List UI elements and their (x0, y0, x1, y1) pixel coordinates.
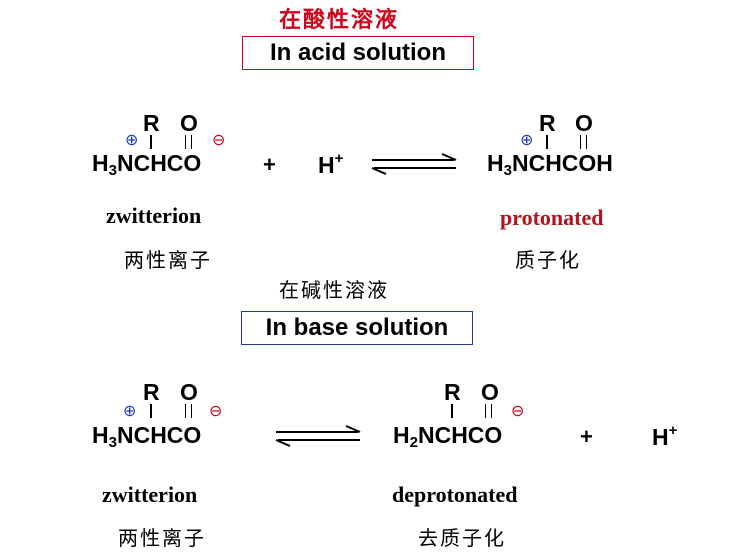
acid-reactant-negative-charge-icon: ⊖ (212, 132, 226, 149)
acid-product-r-group: R (539, 110, 556, 136)
acid-reactant-single-bond (150, 135, 152, 149)
acid-equilibrium-arrows-icon (371, 153, 457, 175)
base-product-name-cn: 去质子化 (418, 526, 506, 550)
acid-product-double-bond (580, 135, 587, 149)
acid-reactant-double-bond (185, 135, 192, 149)
acid-product-formula: H3NCHCOH (487, 150, 613, 179)
acid-plus-sign: + (263, 152, 276, 177)
base-product-r-group: R (444, 379, 461, 405)
acid-chinese-title: 在酸性溶液 (279, 7, 400, 33)
acid-reactant-r-group: R (143, 110, 160, 136)
base-reactant-name: zwitterion (102, 482, 198, 507)
base-reactant-positive-charge-icon: ⊕ (123, 403, 137, 420)
acid-reactant-positive-charge-icon: ⊕ (125, 132, 139, 149)
base-solution-label-box: In base solution (241, 311, 473, 345)
base-reactant-formula: H3NCHCO (92, 422, 202, 451)
base-product-formula: H2NCHCO (393, 422, 503, 451)
base-product-negative-charge-icon: ⊖ (511, 403, 525, 420)
acid-proton: H+ (318, 150, 344, 178)
acid-product-positive-charge-icon: ⊕ (520, 132, 534, 149)
base-reactant-negative-charge-icon: ⊖ (209, 403, 223, 420)
acid-reactant-name: zwitterion (106, 203, 202, 228)
acid-product-single-bond (546, 135, 548, 149)
base-proton: H+ (652, 422, 678, 450)
base-reactant-single-bond (150, 404, 152, 418)
base-reactant-carbonyl-oxygen: O (180, 379, 198, 405)
base-plus-sign: + (580, 424, 593, 449)
acid-product-carbonyl-oxygen: O (575, 110, 593, 136)
base-chinese-title: 在碱性溶液 (279, 278, 389, 302)
acid-product-name: protonated (500, 205, 604, 230)
acid-reactant-name-cn: 两性离子 (124, 248, 212, 272)
base-reactant-double-bond (185, 404, 192, 418)
base-equilibrium-arrows-icon (275, 425, 361, 447)
base-product-name: deprotonated (392, 482, 518, 507)
acid-product-name-cn: 质子化 (515, 248, 581, 272)
base-reactant-r-group: R (143, 379, 160, 405)
base-product-double-bond (485, 404, 492, 418)
acid-reactant-carbonyl-oxygen: O (180, 110, 198, 136)
base-product-carbonyl-oxygen: O (481, 379, 499, 405)
base-reactant-name-cn: 两性离子 (118, 526, 206, 550)
acid-solution-label-box: In acid solution (242, 36, 474, 70)
base-product-single-bond (451, 404, 453, 418)
acid-reactant-formula: H3NCHCO (92, 150, 202, 179)
